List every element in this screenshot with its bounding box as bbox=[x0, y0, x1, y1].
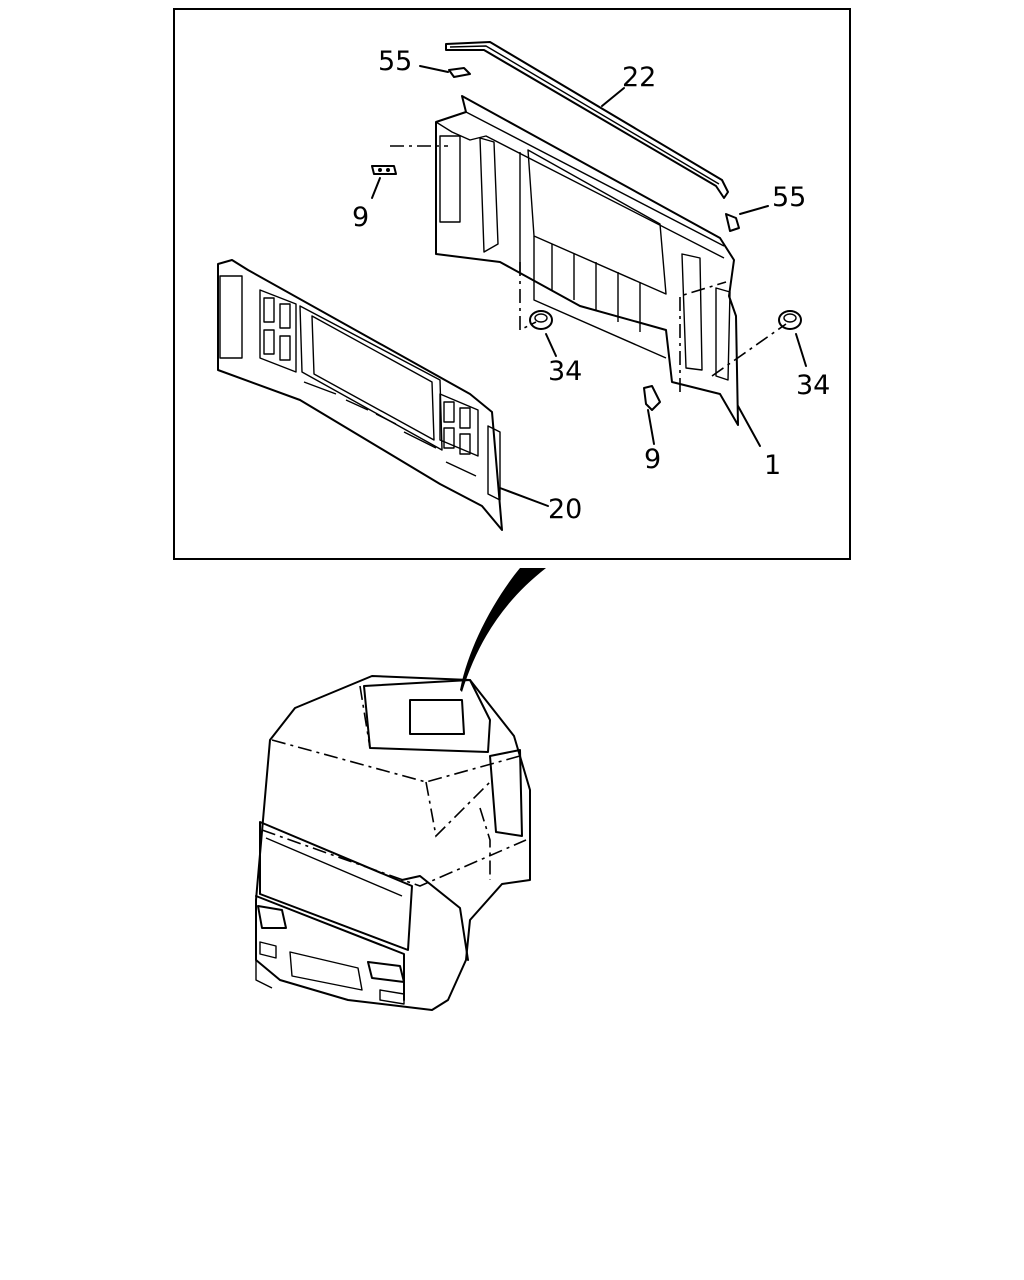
assembly-lines bbox=[390, 145, 787, 392]
part-22-seal-strip bbox=[445, 41, 729, 199]
detail-frame bbox=[173, 8, 851, 560]
callout-20: 20 bbox=[548, 494, 582, 525]
leader-lines bbox=[371, 65, 807, 507]
callout-55-top: 55 bbox=[378, 46, 412, 77]
callout-9-left: 9 bbox=[352, 202, 369, 233]
truck-cab bbox=[255, 675, 531, 1011]
part-34-grommet-left bbox=[529, 310, 553, 330]
callout-34-left: 34 bbox=[548, 356, 582, 387]
part-1-rear-panel bbox=[435, 95, 739, 426]
callout-1: 1 bbox=[764, 450, 781, 481]
callout-55-right: 55 bbox=[772, 182, 806, 213]
part-55-clip-right bbox=[725, 213, 740, 232]
part-55-clip-top bbox=[448, 67, 471, 78]
detail-pointer bbox=[460, 568, 546, 692]
callout-9-bottom: 9 bbox=[644, 444, 661, 475]
callout-22: 22 bbox=[622, 62, 656, 93]
callout-34-right: 34 bbox=[796, 370, 830, 401]
part-9-clip-bottom bbox=[643, 385, 661, 411]
part-9-clip-left bbox=[371, 165, 397, 175]
part-20-lower-panel bbox=[217, 259, 503, 531]
callout-labels: 55 22 55 9 34 34 9 1 20 bbox=[352, 46, 830, 525]
